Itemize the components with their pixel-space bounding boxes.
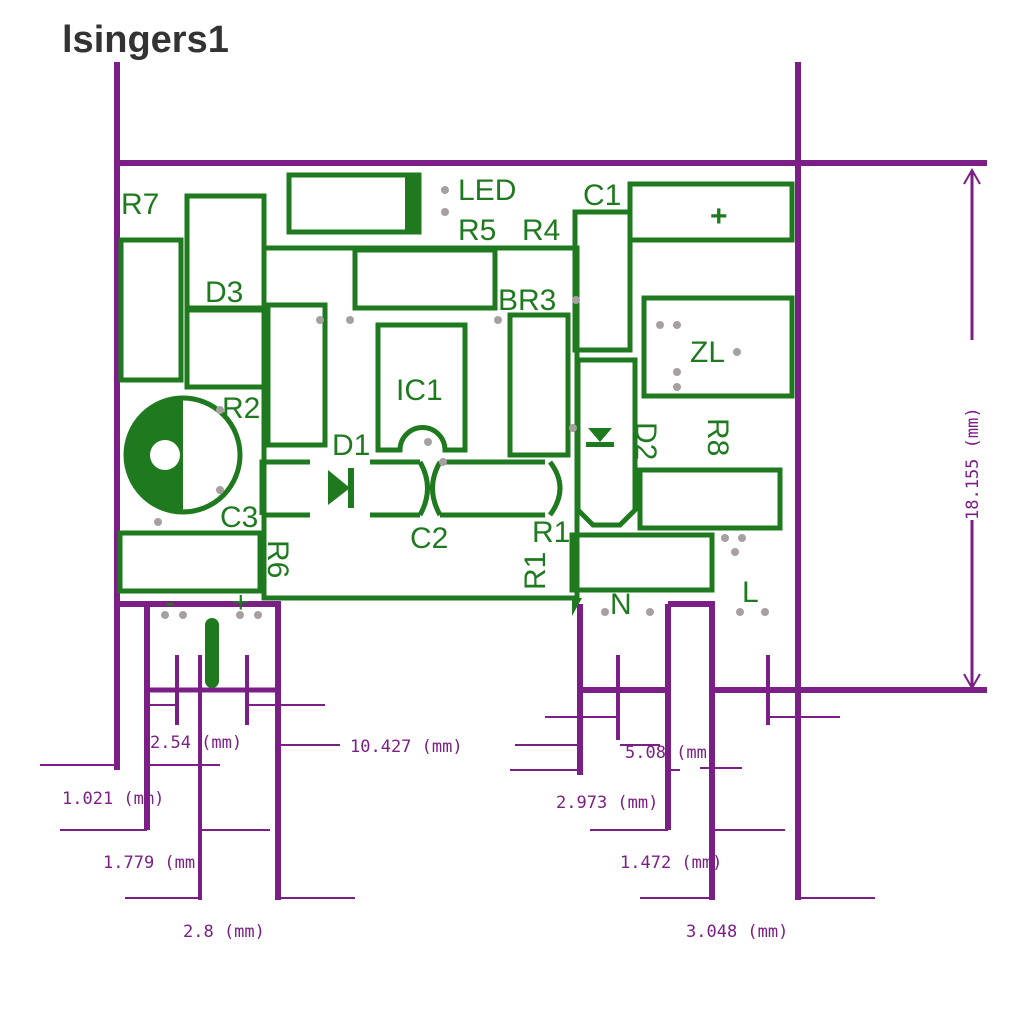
board-outline [114,62,987,900]
dim-3-048: 3.048 (mm) [686,922,788,942]
label-n: N [610,588,632,621]
dim-10-427: 10.427 (mm) [350,737,463,757]
label-led: LED [458,174,516,207]
dimension-labels: 2.54 (mm) 10.427 (mm) 5.08 (mm) 1.021 (m… [62,407,983,942]
label-r6: R6 [261,540,294,578]
led-outline [286,172,422,235]
label-d3: D3 [205,276,243,309]
label-r5: R5 [458,214,496,247]
dim-18-155: 18.155 (mm) [963,407,983,520]
label-c3: C3 [220,501,258,534]
dim-2-54: 2.54 (mm) [150,733,242,753]
label-br3: BR3 [498,284,556,317]
dim-1-779: 1.779 (mm) [103,853,205,873]
ic1-outline [375,322,468,453]
label-r1-a: R1 [532,516,570,549]
dim-2-8: 2.8 (mm) [183,922,265,942]
label-d2: D2 [629,422,662,460]
label-zl: ZL [690,336,725,369]
label-r8: R8 [701,418,734,456]
component-labels: R7 D3 R2 C3 R6 LED R5 R4 C1 + BR3 IC1 ZL… [121,174,759,621]
pads [154,186,769,619]
label-r2: R2 [222,392,260,425]
dim-1-021: 1.021 (mm) [62,789,164,809]
dim-1-472: 1.472 (mm) [620,853,722,873]
label-c2: C2 [410,522,448,555]
label-r7: R7 [121,188,159,221]
watermark: lsingers1 [62,19,229,61]
label-minus-terminal: - [165,586,175,619]
label-r4: R4 [522,214,560,247]
label-plus-terminal: + [232,586,250,619]
label-r1-b: R1 [519,552,552,590]
dim-2-973: 2.973 (mm) [556,793,658,813]
label-c1: C1 [583,179,621,212]
dim-5-08: 5.08 (mm) [625,743,717,763]
label-ic1: IC1 [396,374,443,407]
label-d1: D1 [332,429,370,462]
dimension-lines [40,167,981,900]
zl-outline [641,295,795,399]
r7-outline [118,237,184,383]
label-l: L [742,576,759,609]
silkscreen [117,172,795,688]
label-c1-plus: + [710,200,728,233]
